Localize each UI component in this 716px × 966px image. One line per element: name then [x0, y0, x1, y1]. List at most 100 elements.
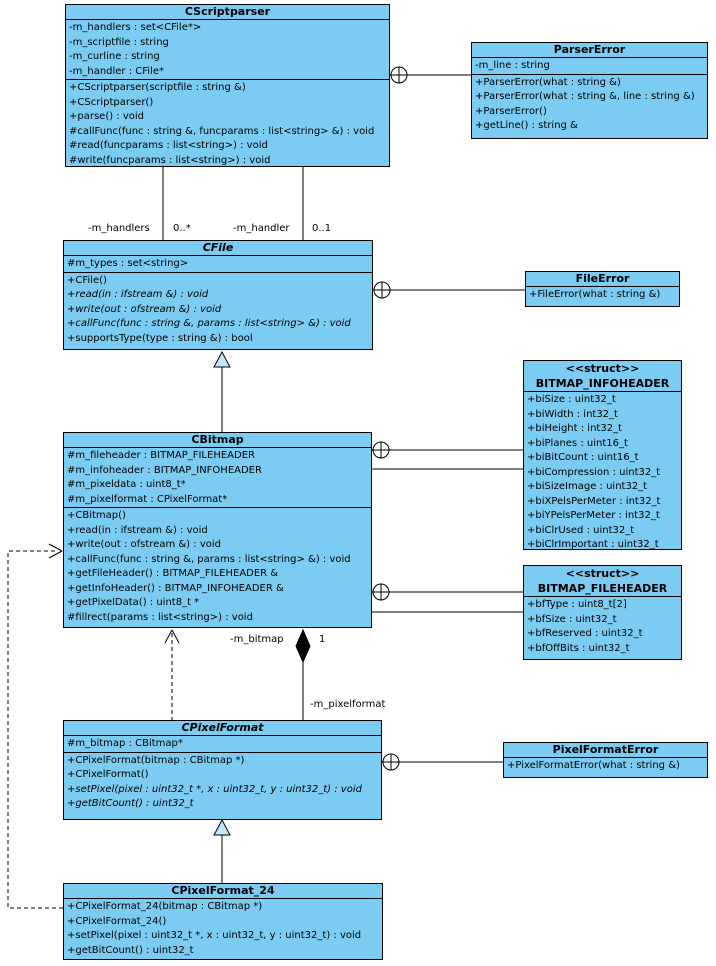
- attribute-row: +biCompression : uint32_t: [527, 466, 661, 478]
- anchor-cfile-fileerror: [373, 281, 525, 299]
- dependency-cpixelformat24-cbitmap: [7, 543, 63, 909]
- class-cpixelformat[interactable]: CPixelFormat #m_bitmap : CBitmap* +CPixe…: [63, 720, 382, 820]
- class-parsererror[interactable]: ParserError -m_line : string +ParserErro…: [471, 42, 708, 139]
- class-bitmap-infoheader[interactable]: <<struct>> BITMAP_INFOHEADER +biSize : u…: [523, 360, 682, 550]
- multiplicity-label: 1: [319, 634, 326, 645]
- class-title: FileError: [575, 272, 630, 285]
- attribute-row: +bfType : uint8_t[2]: [527, 599, 627, 610]
- operation-row: +CPixelFormat_24(): [67, 915, 167, 927]
- attribute-row: #m_pixeldata : uint8_t*: [67, 479, 186, 490]
- operation-row: +getLine() : string &: [475, 120, 578, 131]
- class-title: <<struct>> BITMAP_INFOHEADER: [524, 361, 681, 391]
- attribute-row: #m_types : set<string>: [67, 258, 189, 269]
- class-title: CPixelFormat_24: [171, 884, 275, 897]
- operation-row: +ParserError(): [475, 105, 547, 117]
- class-pixelformaterror[interactable]: PixelFormatError +PixelFormatError(what …: [503, 742, 708, 778]
- attribute-row: -m_line : string: [475, 60, 550, 71]
- attribute-row: +biWidth : int32_t: [527, 408, 618, 420]
- operation-row: +CScriptparser(scriptfile : string &): [69, 82, 246, 93]
- attributes-compartment: +biSize : uint32_t +biWidth : int32_t +b…: [524, 391, 681, 549]
- stereotype-label: <<struct>>: [565, 567, 640, 580]
- operation-row: +parse() : void: [69, 111, 145, 122]
- containment-circle-plus-icon: [382, 753, 400, 771]
- operation-row: #write(funcparams : list<string>) : void: [69, 154, 271, 166]
- attribute-row: +biSize : uint32_t: [527, 394, 616, 405]
- attribute-row: +bfReserved : uint32_t: [527, 628, 643, 639]
- attributes-compartment: #m_bitmap : CBitmap*: [64, 735, 381, 752]
- attribute-row: -m_handler : CFile*: [69, 65, 164, 77]
- anchor-scriptparser-parsererror: [390, 66, 471, 84]
- containment-circle-plus-icon: [372, 583, 390, 601]
- class-cbitmap[interactable]: CBitmap #m_fileheader : BITMAP_FILEHEADE…: [63, 432, 372, 628]
- attribute-row: -m_handlers : set<CFile*>: [69, 22, 202, 33]
- class-title: CScriptparser: [184, 5, 271, 18]
- class-bitmap-fileheader[interactable]: <<struct>> BITMAP_FILEHEADER +bfType : u…: [523, 565, 682, 660]
- operations-compartment: +CPixelFormat(bitmap : CBitmap *) +CPixe…: [64, 751, 381, 820]
- attribute-row: +biYPelsPerMeter : int32_t: [527, 510, 660, 521]
- operation-row: +write(out : ofstream &) : void: [67, 539, 221, 550]
- attribute-row: +biXPelsPerMeter : int32_t: [527, 495, 661, 507]
- operation-row: +callFunc(func : string &, params : list…: [67, 553, 351, 565]
- dependency-arrowhead-icon: [48, 543, 63, 552]
- dependency-arrowhead-icon: [164, 629, 173, 644]
- attributes-compartment: -m_handlers : set<CFile*> -m_scriptfile …: [66, 19, 389, 79]
- class-cscriptparser[interactable]: CScriptparser -m_handlers : set<CFile*> …: [65, 4, 390, 167]
- attribute-row: +biBitCount : uint16_t: [527, 452, 639, 463]
- operation-row: +FileError(what : string &): [529, 289, 661, 300]
- operation-row: +setPixel(pixel : uint32_t *, x : uint32…: [67, 783, 362, 795]
- operations-compartment: +CPixelFormat_24(bitmap : CBitmap *) +CP…: [64, 898, 382, 959]
- class-name-label: BITMAP_FILEHEADER: [537, 582, 668, 595]
- attribute-row: +bfOffBits : uint32_t: [527, 642, 630, 654]
- operation-row: +CPixelFormat(bitmap : CBitmap *): [67, 754, 245, 766]
- role-label-m-pixelformat: -m_pixelformat: [310, 699, 386, 710]
- role-label-m-handler: -m_handler: [233, 223, 290, 234]
- containment-circle-plus-icon: [373, 281, 391, 299]
- operations-compartment: +CBitmap() +read(in : ifstream &) : void…: [64, 507, 371, 627]
- generalization-cbitmap-cfile: [213, 350, 231, 432]
- operations-compartment: +PixelFormatError(what : string &): [504, 757, 707, 777]
- class-title: CPixelFormat: [181, 721, 264, 734]
- operation-row: +getBitCount() : uint32_t: [67, 798, 194, 809]
- operation-row: +getInfoHeader() : BITMAP_INFOHEADER &: [67, 582, 284, 594]
- attribute-row: +biHeight : int32_t: [527, 423, 622, 434]
- anchor-cbitmap-fileheader: [372, 583, 523, 613]
- attribute-row: -m_curline : string: [69, 51, 160, 62]
- operation-row: +CScriptparser(): [69, 96, 154, 108]
- role-label-m-bitmap: -m_bitmap: [230, 634, 284, 645]
- operation-row: +callFunc(func : string &, params : list…: [67, 318, 351, 329]
- dependency-arrowhead-icon: [48, 550, 63, 559]
- attribute-row: +biSizeImage : uint32_t: [527, 481, 648, 492]
- class-cpixelformat24[interactable]: CPixelFormat_24 +CPixelFormat_24(bitmap …: [63, 883, 383, 960]
- operation-row: +CFile(): [67, 274, 107, 286]
- operation-row: #callFunc(func : string &, funcparams : …: [69, 125, 375, 137]
- attributes-compartment: -m_line : string: [472, 57, 707, 74]
- containment-circle-plus-icon: [390, 66, 408, 84]
- multiplicity-label: 0..1: [312, 223, 332, 234]
- containment-circle-plus-icon: [372, 441, 390, 459]
- attribute-row: #m_fileheader : BITMAP_FILEHEADER: [67, 450, 255, 461]
- composition-diamond-icon: [295, 628, 311, 664]
- operation-row: +read(in : ifstream &) : void: [67, 524, 208, 536]
- operations-compartment: +CFile() +read(in : ifstream &) : void +…: [64, 271, 372, 350]
- operation-row: #read(funcparams : list<string>) : void: [69, 140, 268, 151]
- attribute-row: #m_pixelformat : CPixelFormat*: [67, 493, 228, 505]
- operation-row: +PixelFormatError(what : string &): [507, 760, 680, 771]
- operation-row: +read(in : ifstream &) : void: [67, 289, 209, 300]
- class-title: PixelFormatError: [552, 743, 659, 756]
- operation-row: +ParserError(what : string &): [475, 76, 621, 88]
- stereotype-label: <<struct>>: [565, 362, 640, 375]
- composition-cbitmap-cpixelformat: [295, 628, 311, 720]
- operation-row: +getPixelData() : uint8_t *: [67, 597, 200, 608]
- operations-compartment: +FileError(what : string &): [526, 286, 679, 306]
- class-cfile[interactable]: CFile #m_types : set<string> +CFile() +r…: [63, 240, 373, 350]
- operation-row: #fillrect(params : list<string>) : void: [67, 611, 253, 623]
- class-fileerror[interactable]: FileError +FileError(what : string &): [525, 271, 680, 307]
- operation-row: +getFileHeader() : BITMAP_FILEHEADER &: [67, 568, 279, 579]
- dependency-cpixelformat-cbitmap: [164, 629, 180, 720]
- anchor-cbitmap-infoheader: [372, 441, 523, 470]
- operation-row: +CPixelFormat_24(bitmap : CBitmap *): [67, 901, 263, 912]
- attribute-row: -m_scriptfile : string: [69, 36, 169, 48]
- attribute-row: #m_infoheader : BITMAP_INFOHEADER: [67, 464, 262, 476]
- attribute-row: #m_bitmap : CBitmap*: [67, 738, 183, 749]
